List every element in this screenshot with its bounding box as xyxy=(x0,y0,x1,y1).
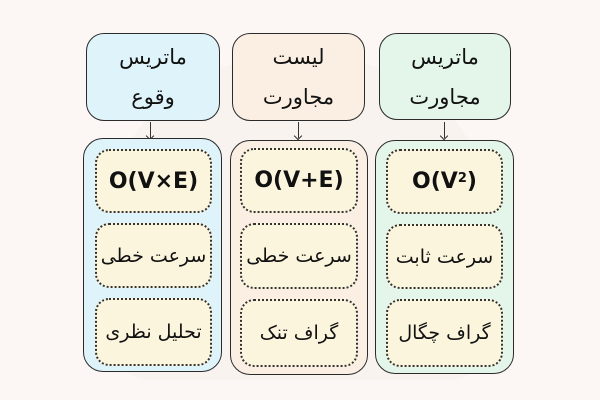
header-line-1: لیست xyxy=(272,45,325,69)
speed-cell: سرعت خطی xyxy=(240,223,358,289)
header-line-2: مجاورت xyxy=(262,85,335,109)
complexity-text: O(V×E) xyxy=(108,168,199,194)
use-case-text: گراف چگال xyxy=(398,322,491,344)
complexity-base: O(V xyxy=(412,169,458,194)
header-adjacency-matrix: ماتریس مجاورت xyxy=(379,33,511,120)
complexity-exponent: 2 xyxy=(457,171,467,186)
header-incidence-matrix: ماتریس وقوع xyxy=(86,33,220,121)
use-case-text: تحلیل نظری xyxy=(105,321,202,343)
speed-cell: سرعت خطی xyxy=(95,223,212,288)
header-line-1: ماتریس xyxy=(411,44,479,69)
header-line-1: ماتریس xyxy=(119,45,187,69)
speed-text: سرعت خطی xyxy=(100,244,207,267)
complexity-cell: O(V×E) xyxy=(95,149,212,213)
complexity-close: ) xyxy=(466,169,477,194)
header-line-2: مجاورت xyxy=(409,84,481,109)
speed-cell: سرعت ثابت xyxy=(386,224,503,289)
arrow-down-icon xyxy=(298,122,299,138)
arrow-down-icon xyxy=(150,122,151,138)
header-adjacency-list: لیست مجاورت xyxy=(232,33,365,121)
header-line-2: وقوع xyxy=(131,85,175,109)
use-case-text: گراف تنک xyxy=(259,322,339,344)
arrow-down-icon xyxy=(444,122,445,138)
complexity-text: O(V+E) xyxy=(254,168,344,193)
use-case-cell: تحلیل نظری xyxy=(95,298,212,366)
use-case-cell: گراف چگال xyxy=(386,299,503,367)
speed-text: سرعت ثابت xyxy=(395,245,494,268)
speed-text: سرعت خطی xyxy=(246,245,352,267)
use-case-cell: گراف تنک xyxy=(240,299,358,367)
complexity-cell: O(V+E) xyxy=(240,148,358,213)
